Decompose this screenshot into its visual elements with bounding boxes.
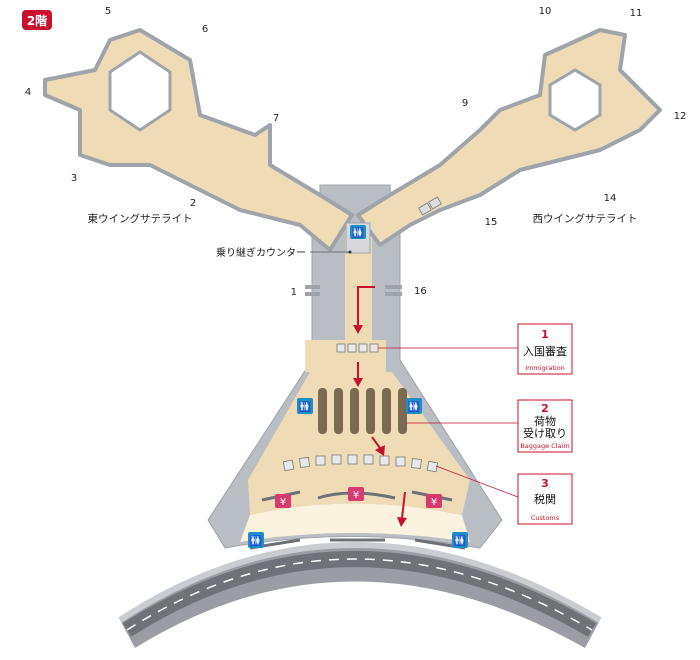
gate-15-label: 15 <box>485 217 498 228</box>
svg-text:🚻: 🚻 <box>408 400 420 413</box>
restroom-icons: 🚻 🚻 🚻 🚻 🚻 <box>248 225 468 548</box>
yen-exchange-icon: ¥ <box>275 494 291 508</box>
gate-6-label: 6 <box>202 24 208 35</box>
step-customs-callout: 3 税関 Customs <box>517 473 573 525</box>
west-wing-satellite <box>356 28 662 247</box>
svg-text:🚻: 🚻 <box>299 400 311 413</box>
transfer-counter-label: 乗り継ぎカウンター <box>216 246 306 259</box>
step-2-number: 2 <box>541 402 549 415</box>
east-wing-satellite <box>43 28 354 252</box>
customs-booths <box>282 454 439 473</box>
gate-1-label: 1 <box>291 287 297 298</box>
gate-5-label: 5 <box>105 6 111 17</box>
route-arrows <box>353 286 407 527</box>
road <box>118 542 602 648</box>
gate-9-label: 9 <box>462 98 468 109</box>
gate-stubs <box>305 285 402 296</box>
svg-text:¥: ¥ <box>280 497 286 508</box>
restroom-icon: 🚻 <box>297 398 313 414</box>
gate-3-label: 3 <box>71 173 77 184</box>
svg-text:🚻: 🚻 <box>352 226 364 239</box>
svg-text:🚻: 🚻 <box>250 534 262 547</box>
gate-4-label: 4 <box>25 87 31 98</box>
floor-label: 2階 <box>27 13 47 28</box>
yen-exchange-icon: ¥ <box>348 487 364 501</box>
step-1-title: 入国審査 <box>523 344 567 358</box>
step-3-subtitle: Customs <box>531 514 560 522</box>
gate-10-label: 10 <box>539 6 552 17</box>
restroom-icon: 🚻 <box>248 532 264 548</box>
step-2-subtitle: Baggage Claim <box>520 442 569 450</box>
east-wing-label: 東ウイングサテライト <box>88 212 193 225</box>
step-1-number: 1 <box>541 328 549 341</box>
gate-14-label: 14 <box>604 193 617 204</box>
gate-7-label: 7 <box>273 113 279 124</box>
svg-text:🚻: 🚻 <box>454 534 466 547</box>
gate-16-label: 16 <box>414 286 427 297</box>
step-1-subtitle: Immigration <box>525 364 565 372</box>
baggage-carousels <box>318 388 407 434</box>
restroom-icon: 🚻 <box>350 225 366 239</box>
callout-leaders <box>378 347 519 498</box>
step-2-title: 荷物 <box>534 414 556 428</box>
gate-numbers: 1 2 3 4 5 6 7 9 10 11 12 14 15 16 <box>25 6 687 298</box>
step-immigration-callout: 1 入国審査 Immigration <box>517 323 573 375</box>
svg-text:¥: ¥ <box>353 490 359 501</box>
svg-text:¥: ¥ <box>431 497 437 508</box>
step-baggage-claim-callout: 2 荷物 受け取り Baggage Claim <box>517 399 573 453</box>
restroom-icon: 🚻 <box>406 398 422 414</box>
gate-12-label: 12 <box>674 111 687 122</box>
west-wing-label: 西ウイングサテライト <box>533 212 638 225</box>
step-2-title-line2: 受け取り <box>523 427 567 440</box>
restroom-icon: 🚻 <box>452 532 468 548</box>
step-3-number: 3 <box>541 477 549 490</box>
floor-badge: 2階 <box>22 10 52 30</box>
yen-exchange-icon: ¥ <box>426 494 442 508</box>
step-3-title: 税関 <box>534 492 556 506</box>
gate-2-label: 2 <box>190 198 196 209</box>
gate-11-label: 11 <box>630 8 643 19</box>
currency-exchange-icons: ¥ ¥ ¥ <box>275 487 442 508</box>
